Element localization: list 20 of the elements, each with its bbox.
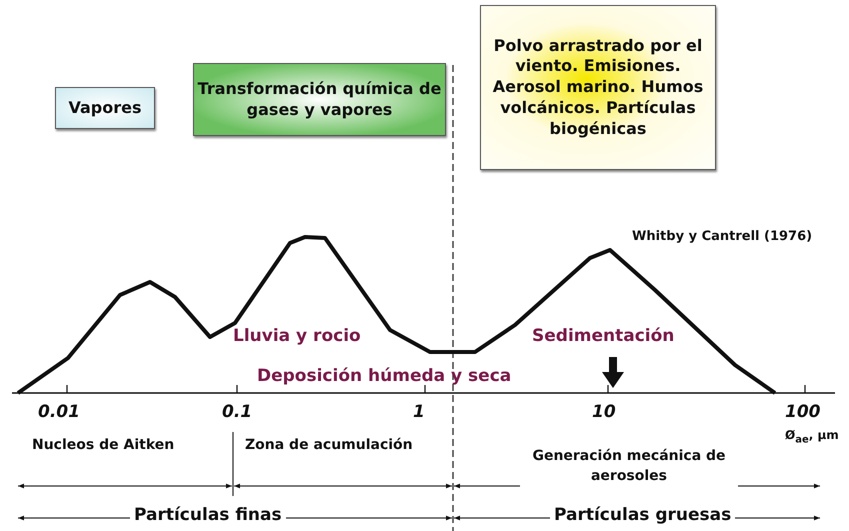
axis-title: Ø$_{ae}$, µm xyxy=(785,428,839,446)
tick-label: 10 xyxy=(592,402,616,422)
text-box xyxy=(193,63,446,136)
text-box xyxy=(55,87,155,129)
range-label: Nucleos de Aitken xyxy=(32,437,174,453)
range-label: Partículas gruesas xyxy=(550,505,736,525)
process-label: Lluvia y rocio xyxy=(233,326,361,346)
box-text: Vapores xyxy=(68,98,142,118)
text-box xyxy=(480,5,716,170)
process-label: Deposición húmeda y seca xyxy=(257,366,512,386)
tick-label: 100 xyxy=(785,402,820,422)
tick-label: 0.1 xyxy=(222,402,252,422)
range-label: Zona de acumulación xyxy=(245,437,413,453)
tick-label: 1 xyxy=(413,402,425,422)
tick-label: 0.01 xyxy=(38,402,80,422)
process-label: Sedimentación xyxy=(532,326,674,346)
range-label: Generación mecánica de aerosoles xyxy=(520,446,738,487)
box-text: Transformación química de gases y vapores xyxy=(196,78,442,120)
box-text: Polvo arrastrado por el viento. Emisiones. Aerosol marino. Humos volcánicos. Partículas biogénicas xyxy=(492,36,704,140)
citation-text: Whitby y Cantrell (1976) xyxy=(632,229,812,244)
